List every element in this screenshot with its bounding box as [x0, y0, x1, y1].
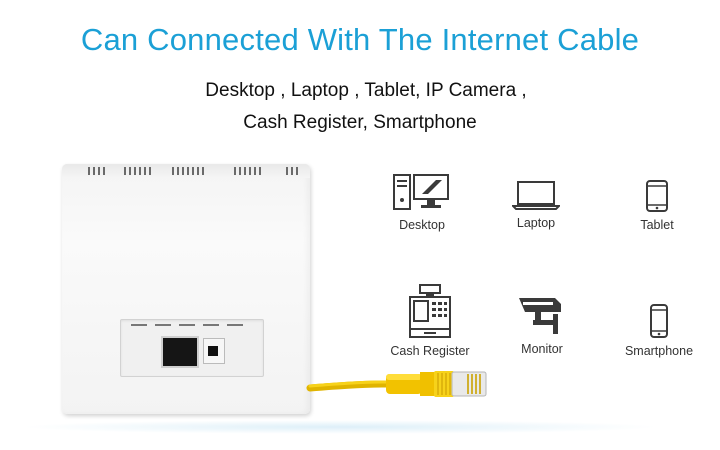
router-image	[62, 164, 310, 414]
vent-slots	[286, 167, 298, 175]
device-label: Monitor	[521, 342, 563, 356]
tablet-icon	[597, 180, 717, 212]
device-laptop: Laptop	[476, 180, 596, 230]
device-label: Tablet	[640, 218, 674, 232]
port-panel	[120, 319, 264, 377]
device-label: Laptop	[516, 216, 556, 230]
vent-slots	[88, 167, 105, 175]
device-tablet: Tablet	[597, 180, 717, 232]
device-list-line-1: Desktop , Laptop , Tablet, IP Camera ,	[205, 80, 527, 101]
device-desktop: Desktop	[362, 172, 482, 232]
desktop-icon	[362, 172, 482, 212]
security-camera-icon	[482, 294, 602, 336]
led-indicators	[131, 324, 243, 326]
laptop-icon	[476, 180, 596, 210]
cash-register-icon	[370, 284, 490, 338]
device-label: Cash Register	[390, 344, 470, 358]
power-port	[203, 338, 225, 364]
device-list-line-2: Cash Register, Smartphone	[243, 112, 477, 133]
device-smartphone: Smartphone	[599, 304, 719, 358]
device-label: Smartphone	[624, 344, 694, 358]
floor-reflection	[20, 420, 660, 434]
vent-slots	[124, 167, 151, 175]
device-label: Desktop	[399, 218, 445, 232]
smartphone-icon	[599, 304, 719, 338]
vent-slots	[234, 167, 261, 175]
device-monitor: Monitor	[482, 294, 602, 356]
page-title: Can Connected With The Internet Cable	[80, 22, 640, 57]
vent-slots	[172, 167, 204, 175]
ethernet-port	[161, 336, 199, 368]
device-cash-register: Cash Register	[370, 284, 490, 358]
